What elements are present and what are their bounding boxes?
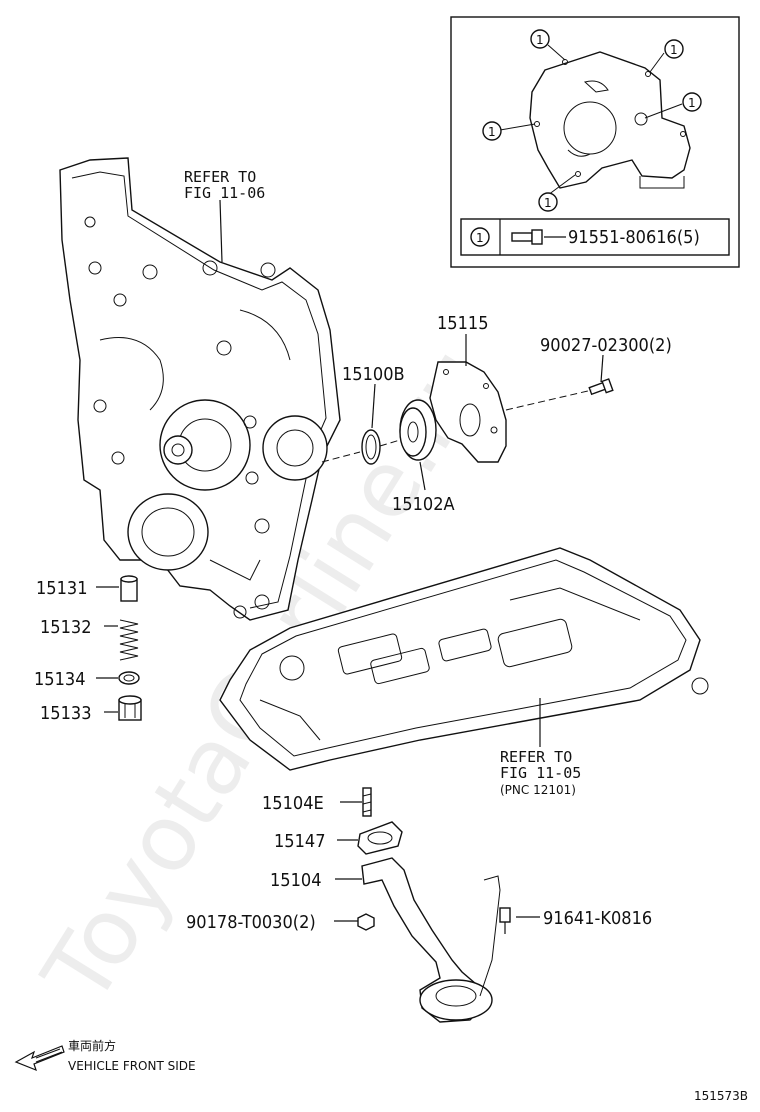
callout-circle: 1 <box>682 92 702 112</box>
strainer-gasket <box>357 821 403 855</box>
part-number-15132: 15132 <box>40 617 92 638</box>
stud-bolt <box>362 787 372 817</box>
part-number-15115: 15115 <box>437 313 489 334</box>
oil-strainer <box>361 857 501 1023</box>
bolt-icon <box>511 229 543 245</box>
svg-text:FIG 11-06: FIG 11-06 <box>184 184 265 202</box>
svg-text:REFER TO: REFER TO <box>500 748 572 766</box>
part-number-15104: 15104 <box>270 870 322 891</box>
svg-text:1: 1 <box>544 196 552 210</box>
direction-label-jp: 車両前方 <box>68 1038 116 1053</box>
part-number-15102A: 15102A <box>392 494 455 515</box>
svg-text:1: 1 <box>670 43 678 57</box>
part-number-15134: 15134 <box>34 669 86 690</box>
gasket-ring <box>118 671 140 685</box>
part-number-91641: 91641-K0816 <box>543 908 652 929</box>
direction-label-en: VEHICLE FRONT SIDE <box>68 1059 196 1073</box>
inset-panel: 1 1 1 1 1 1 91551-80616(5) <box>450 16 740 268</box>
svg-text:1: 1 <box>688 96 696 110</box>
inset-pump-cover <box>529 51 691 189</box>
part-number-90178: 90178-T0030(2) <box>186 912 316 933</box>
arrow-left-icon <box>14 1045 65 1072</box>
ref-timing-cover: REFER TO FIG 11-06 <box>184 168 265 202</box>
callout-circle: 1 <box>664 39 684 59</box>
o-ring <box>361 429 381 465</box>
part-number-90027: 90027-02300(2) <box>540 335 672 356</box>
svg-text:FIG 11-05: FIG 11-05 <box>500 764 581 782</box>
inset-part-number: 91551-80616(5) <box>568 227 700 248</box>
part-number-15133: 15133 <box>40 703 92 724</box>
inset-legend <box>460 218 730 256</box>
part-number-15104E: 15104E <box>262 793 324 814</box>
ref-oil-pan: REFER TO FIG 11-05 (PNC 12101) <box>500 748 581 797</box>
svg-text:1: 1 <box>488 125 496 139</box>
svg-text:REFER TO: REFER TO <box>184 168 256 186</box>
part-number-15131: 15131 <box>36 578 88 599</box>
bolt-icon <box>588 378 614 396</box>
relief-valve-seat <box>118 695 142 721</box>
oil-pan <box>219 547 709 771</box>
callout-circle: 1 <box>530 29 550 49</box>
callout-circle: 1 <box>482 121 502 141</box>
svg-text:(PNC 12101): (PNC 12101) <box>500 783 576 797</box>
pump-cover-plate <box>429 361 507 463</box>
legend-marker <box>470 227 490 247</box>
relief-valve-plug <box>120 575 138 602</box>
callout-circle: 1 <box>538 192 558 212</box>
timing-cover <box>59 157 341 621</box>
relief-valve-spring <box>119 619 139 661</box>
part-number-15100B: 15100B <box>342 364 405 385</box>
svg-text:1: 1 <box>536 33 544 47</box>
pump-rotor <box>399 399 437 461</box>
legend-marker-label: 1 <box>476 231 484 245</box>
bolt-icon <box>499 907 511 934</box>
part-number-15147: 15147 <box>274 831 326 852</box>
figure-code: 151573B <box>694 1089 748 1103</box>
nut <box>357 913 375 931</box>
